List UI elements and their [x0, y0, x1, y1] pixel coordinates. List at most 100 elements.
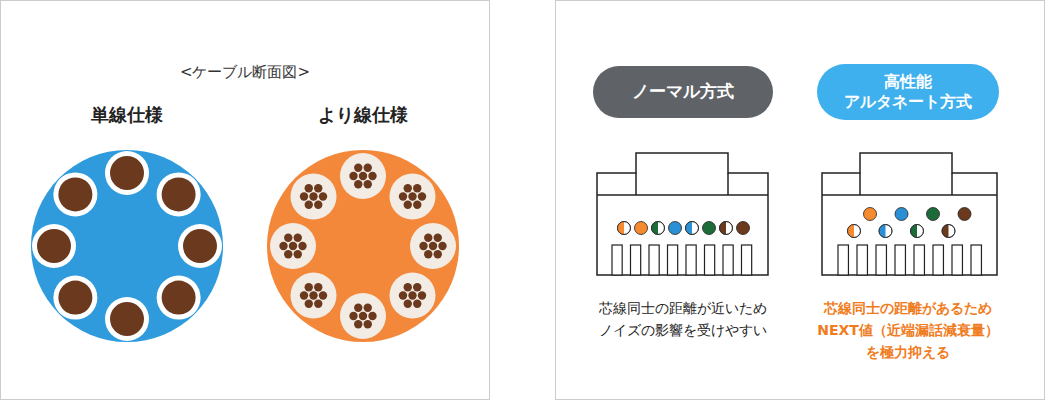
strand — [413, 184, 421, 192]
wire-dot-half — [911, 225, 917, 238]
contact-slot — [649, 245, 659, 275]
wire-dot-outline — [686, 222, 699, 235]
wire-dot — [686, 222, 699, 235]
description-note: 芯線同士の距離があるため NEXT値（近端漏話減衰量） を極力抑える — [808, 297, 1008, 363]
strand — [319, 192, 327, 200]
strand — [438, 242, 446, 250]
strand — [364, 320, 372, 328]
cable-jacket — [267, 150, 459, 342]
strand — [319, 291, 327, 299]
strand — [404, 283, 412, 291]
rj45-connector — [597, 153, 768, 275]
wire-dot-half — [720, 222, 726, 235]
strand — [418, 192, 426, 200]
wire-dots — [618, 222, 750, 235]
wire-dot-outline — [720, 222, 733, 235]
strand — [309, 291, 317, 299]
strand — [314, 283, 322, 291]
strand — [314, 184, 322, 192]
wire-dot-outline — [911, 225, 924, 238]
wire-dot — [927, 208, 940, 221]
insulation — [53, 172, 97, 216]
strand — [349, 172, 357, 180]
insulation — [157, 276, 201, 320]
solid-conductor — [183, 229, 217, 263]
strand — [408, 291, 416, 299]
strand — [279, 242, 287, 250]
insulation — [389, 272, 435, 318]
description-note: 芯線同士の距離が近いため ノイズの影響を受けやすい — [591, 297, 776, 341]
wire-dot — [942, 225, 955, 238]
strand — [305, 283, 313, 291]
insulation — [410, 223, 456, 269]
strand — [399, 192, 407, 200]
strand — [305, 300, 313, 308]
insulation — [389, 174, 435, 220]
connector-contacts — [838, 245, 981, 275]
wire-dots — [848, 208, 972, 238]
strand — [298, 242, 306, 250]
insulation — [291, 272, 337, 318]
strand — [418, 291, 426, 299]
insulation — [291, 174, 337, 220]
strand — [314, 300, 322, 308]
wire-dot — [958, 208, 971, 221]
solid-conductor — [58, 281, 92, 315]
wire-dot — [669, 222, 682, 235]
strand — [413, 283, 421, 291]
solid-conductor — [162, 281, 196, 315]
wire-dot-half — [848, 225, 855, 238]
solid-conductor — [37, 229, 71, 263]
wire-dot-outline — [618, 222, 631, 235]
connector-contacts — [612, 245, 752, 275]
strand — [434, 234, 442, 242]
strand — [284, 234, 292, 242]
wire-dot-half — [686, 222, 693, 235]
strand — [399, 291, 407, 299]
wire-dot-half — [652, 222, 659, 235]
pill-label: 高性能 アルタネート方式 — [833, 72, 983, 112]
solid-conductor — [110, 302, 144, 336]
strand — [354, 304, 362, 312]
wire-dot — [895, 208, 908, 221]
wire-dot-outline — [942, 225, 955, 238]
contact-slot — [895, 245, 905, 275]
wire-dot — [911, 225, 924, 238]
contact-slot — [876, 245, 886, 275]
strand — [413, 300, 421, 308]
strand — [368, 172, 376, 180]
strand — [349, 312, 357, 320]
panel-frame — [556, 1, 1045, 400]
strand — [404, 184, 412, 192]
strand — [364, 304, 372, 312]
wire-dot-half — [942, 225, 949, 238]
wire-dot-outline — [879, 225, 892, 238]
cable-heading: 単線仕様 — [11, 103, 243, 127]
strand — [429, 242, 437, 250]
strand — [413, 201, 421, 209]
contact-slot — [612, 245, 622, 275]
contact-slot — [705, 245, 715, 275]
strand — [368, 312, 376, 320]
strand — [359, 312, 367, 320]
wire-dot — [703, 222, 716, 235]
strand — [300, 192, 308, 200]
wire-dot-half — [879, 225, 886, 238]
contact-slot — [668, 245, 678, 275]
strand — [424, 234, 432, 242]
strand — [300, 291, 308, 299]
cable-drawing — [31, 150, 223, 342]
strand — [314, 201, 322, 209]
strand — [354, 320, 362, 328]
strand — [434, 250, 442, 258]
wire-dot — [864, 208, 877, 221]
contact-slot — [914, 245, 924, 275]
strand — [359, 172, 367, 180]
solid-conductor — [110, 156, 144, 190]
strand — [364, 180, 372, 188]
method-pill: 高性能 アルタネート方式 — [817, 64, 999, 120]
solid-conductor — [58, 177, 92, 211]
cable-heading: より線仕様 — [247, 103, 479, 127]
wire-dot — [879, 225, 892, 238]
strand — [309, 192, 317, 200]
